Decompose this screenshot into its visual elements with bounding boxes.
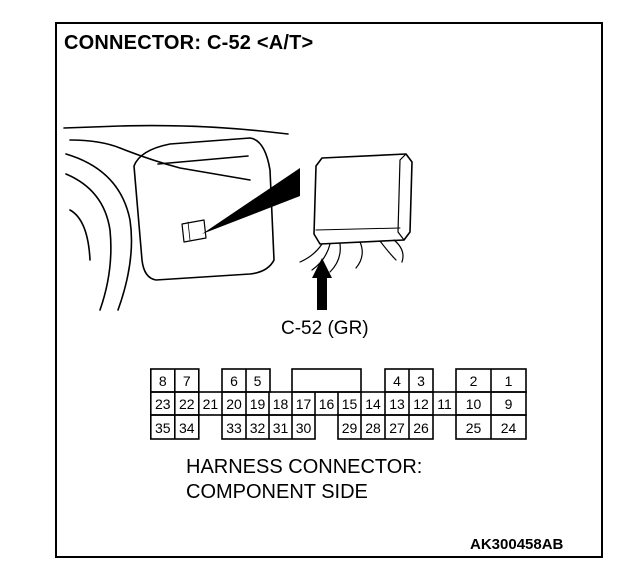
wiring-harness: [299, 239, 404, 273]
pin-35: 35: [155, 420, 171, 436]
pin-13: 13: [389, 396, 405, 412]
pin-24: 24: [501, 420, 517, 436]
dash-inner-line: [157, 155, 249, 165]
connector-pinout: 8 7 6 5 4 3 2 1 23 22 21 20 19 18 17 16 …: [150, 368, 527, 440]
pin-32: 32: [250, 420, 266, 436]
pin-22: 22: [179, 396, 195, 412]
pin-5: 5: [254, 373, 262, 389]
pin-30: 30: [296, 420, 312, 436]
connector-label: C-52 (GR): [281, 318, 369, 339]
pin-12: 12: [413, 396, 429, 412]
pin-21: 21: [203, 396, 219, 412]
pin-29: 29: [342, 420, 358, 436]
vehicle-location-illustration: [63, 124, 413, 311]
arrow-up-icon: [312, 258, 332, 310]
pin-20: 20: [226, 396, 242, 412]
pin-19: 19: [250, 396, 266, 412]
ecu-module: [313, 153, 413, 245]
pin-2: 2: [470, 373, 478, 389]
diagram-frame: [55, 22, 603, 558]
pin-25: 25: [466, 420, 482, 436]
steering-wheel-inner: [65, 173, 112, 311]
pin-18: 18: [273, 396, 289, 412]
pin-26: 26: [413, 420, 429, 436]
pin-28: 28: [365, 420, 381, 436]
pin-7: 7: [183, 373, 191, 389]
pin-4: 4: [393, 373, 401, 389]
pin-31: 31: [273, 420, 289, 436]
dashboard-outline: [63, 124, 289, 135]
harness-connector-label: HARNESS CONNECTOR:: [186, 456, 423, 478]
pin-27: 27: [389, 420, 405, 436]
location-mark: [181, 219, 207, 243]
pin-33: 33: [226, 420, 242, 436]
pin-17: 17: [296, 396, 312, 412]
steering-column: [69, 209, 91, 261]
pointer-wedge: [202, 168, 300, 234]
pin-6: 6: [230, 373, 238, 389]
pin-8: 8: [159, 373, 167, 389]
diagram-title: CONNECTOR: C-52 <A/T>: [64, 32, 314, 54]
pin-14: 14: [365, 396, 381, 412]
reference-code: AK300458AB: [470, 536, 564, 553]
glovebox-panel: [133, 137, 275, 281]
pin-1: 1: [505, 373, 513, 389]
pin-15: 15: [342, 396, 358, 412]
pin-16: 16: [319, 396, 335, 412]
pin-23: 23: [155, 396, 171, 412]
dashboard-lower: [69, 139, 251, 181]
component-side-label: COMPONENT SIDE: [186, 481, 368, 503]
pin-9: 9: [505, 396, 513, 412]
pin-3: 3: [417, 373, 425, 389]
pin-11: 11: [437, 396, 452, 412]
pin-34: 34: [179, 420, 195, 436]
steering-wheel-outer: [65, 153, 133, 311]
pin-10: 10: [466, 396, 482, 412]
